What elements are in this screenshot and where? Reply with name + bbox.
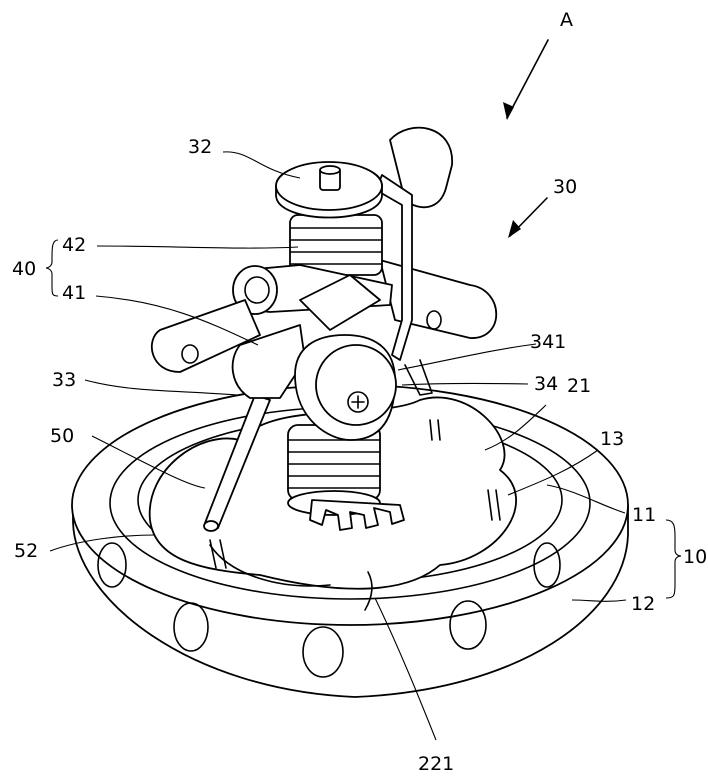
label-33: 33 (52, 369, 76, 391)
label-341: 341 (530, 331, 566, 353)
label-40: 40 (12, 258, 36, 280)
label-34: 34 (534, 373, 558, 395)
label-30: 30 (553, 176, 577, 198)
label-10: 10 (683, 546, 707, 568)
top-cap (276, 162, 382, 218)
label-32: 32 (188, 136, 212, 158)
label-21: 21 (567, 375, 591, 397)
arrow-30 (508, 198, 547, 238)
brace-40 (46, 240, 58, 296)
label-A: A (560, 9, 573, 31)
label-13: 13 (600, 428, 624, 450)
rear-arm (380, 128, 496, 338)
brace-10 (666, 520, 681, 598)
label-12: 12 (631, 593, 655, 615)
label-221: 221 (418, 753, 454, 775)
label-42: 42 (62, 234, 86, 256)
arrow-A (503, 40, 548, 120)
label-11: 11 (632, 504, 656, 526)
label-41: 41 (62, 282, 86, 304)
label-52: 52 (14, 540, 38, 562)
label-50: 50 (50, 425, 74, 447)
